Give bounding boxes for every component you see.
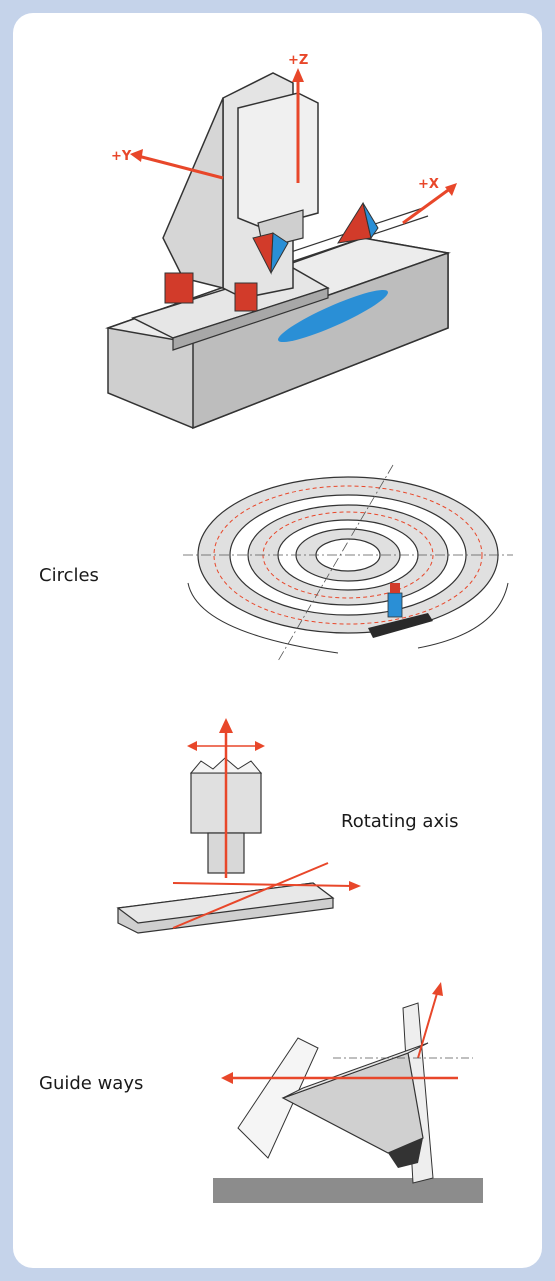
axis-label-x: +X — [418, 177, 439, 192]
caption-rotating-axis: Rotating axis — [341, 811, 459, 832]
rotating-axis-illustration — [116, 718, 361, 934]
axis-label-z: +Z — [288, 53, 308, 68]
caption-guide-ways: Guide ways — [39, 1073, 144, 1094]
content-panel: +Z +Y +X Circles Rotating — [13, 13, 542, 1268]
circles-illustration — [183, 464, 513, 662]
guide-ways-illustration — [213, 982, 483, 1203]
axis-label-y: +Y — [111, 149, 132, 164]
caption-circles: Circles — [39, 565, 99, 586]
machine-center-illustration: +Z +Y +X — [105, 53, 457, 430]
